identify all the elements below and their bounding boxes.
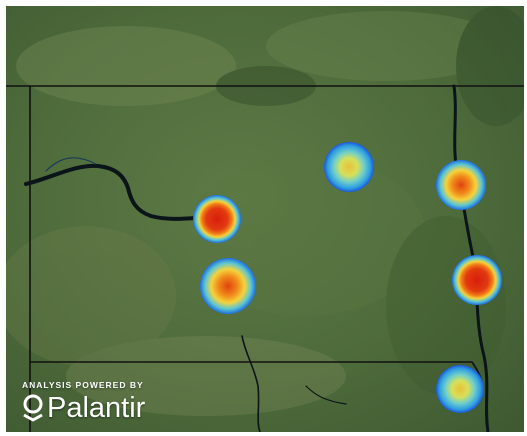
- hotspot-1[interactable]: [193, 195, 241, 243]
- branding: ANALYSIS POWERED BY Palantir: [22, 380, 145, 423]
- terrain-layer: [6, 6, 524, 432]
- hotspot-3[interactable]: [324, 142, 374, 192]
- map-viewport[interactable]: ANALYSIS POWERED BY Palantir: [6, 6, 524, 432]
- branding-tagline: ANALYSIS POWERED BY: [22, 380, 144, 390]
- brand-name: Palantir: [47, 392, 146, 424]
- hotspot-5[interactable]: [452, 255, 502, 305]
- palantir-logo-icon: [23, 394, 43, 422]
- hotspot-2[interactable]: [200, 258, 256, 314]
- hotspot-6[interactable]: [436, 365, 484, 413]
- map-canvas[interactable]: [6, 6, 524, 432]
- heat-layer: [193, 142, 502, 413]
- hotspot-4[interactable]: [436, 160, 486, 210]
